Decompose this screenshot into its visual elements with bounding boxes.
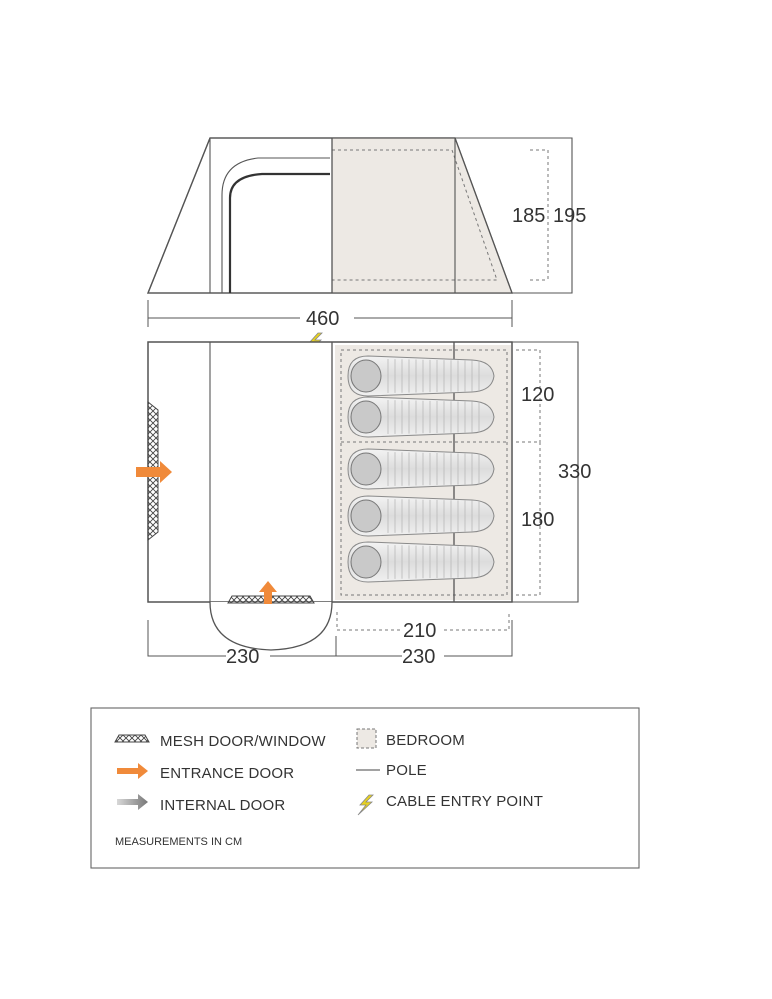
height-195-label: 195 — [553, 205, 586, 227]
bedroom-icon — [356, 728, 377, 749]
depth-180-label: 180 — [521, 509, 554, 531]
plan-view: 120 180 330 210 230 230 — [136, 341, 591, 668]
entrance-door-icon — [117, 763, 148, 779]
internal-door-icon — [117, 794, 148, 810]
legend-pole-label: POLE — [386, 762, 427, 779]
sleeping-bag — [347, 495, 495, 537]
legend-cable-label: CABLE ENTRY POINT — [386, 793, 543, 810]
legend: MESH DOOR/WINDOW ENTRANCE DOOR INTERNAL … — [90, 707, 640, 869]
overall-width-dimension: 460 — [147, 300, 513, 330]
side-elevation: 185 195 — [147, 137, 586, 294]
sleeping-bag — [347, 355, 495, 397]
sleeping-bag — [347, 541, 495, 583]
width-210-label: 210 — [403, 620, 436, 642]
bedroom-width-230-label: 230 — [402, 646, 435, 668]
legend-mesh-label: MESH DOOR/WINDOW — [160, 733, 326, 750]
legend-bedroom-label: BEDROOM — [386, 732, 465, 749]
height-185-label: 185 — [512, 205, 545, 227]
depth-330-label: 330 — [558, 461, 591, 483]
porch-arc — [209, 601, 333, 651]
cable-entry-legend-icon — [357, 794, 374, 816]
sleeping-bags — [347, 355, 495, 583]
sleeping-bag — [347, 448, 495, 490]
mesh-icon — [114, 734, 150, 743]
measurements-note: MEASUREMENTS IN CM — [115, 836, 242, 848]
sleeping-bag — [347, 396, 495, 438]
legend-internal-label: INTERNAL DOOR — [160, 797, 285, 814]
side-bedroom-panel — [332, 138, 512, 293]
side-door-arch — [221, 157, 330, 293]
width-460-label: 460 — [306, 308, 339, 330]
legend-entrance-label: ENTRANCE DOOR — [160, 765, 294, 782]
depth-120-label: 120 — [521, 384, 554, 406]
living-width-230-label: 230 — [226, 646, 259, 668]
entrance-arrow-side — [136, 461, 172, 483]
entrance-arrow-front — [259, 581, 277, 604]
